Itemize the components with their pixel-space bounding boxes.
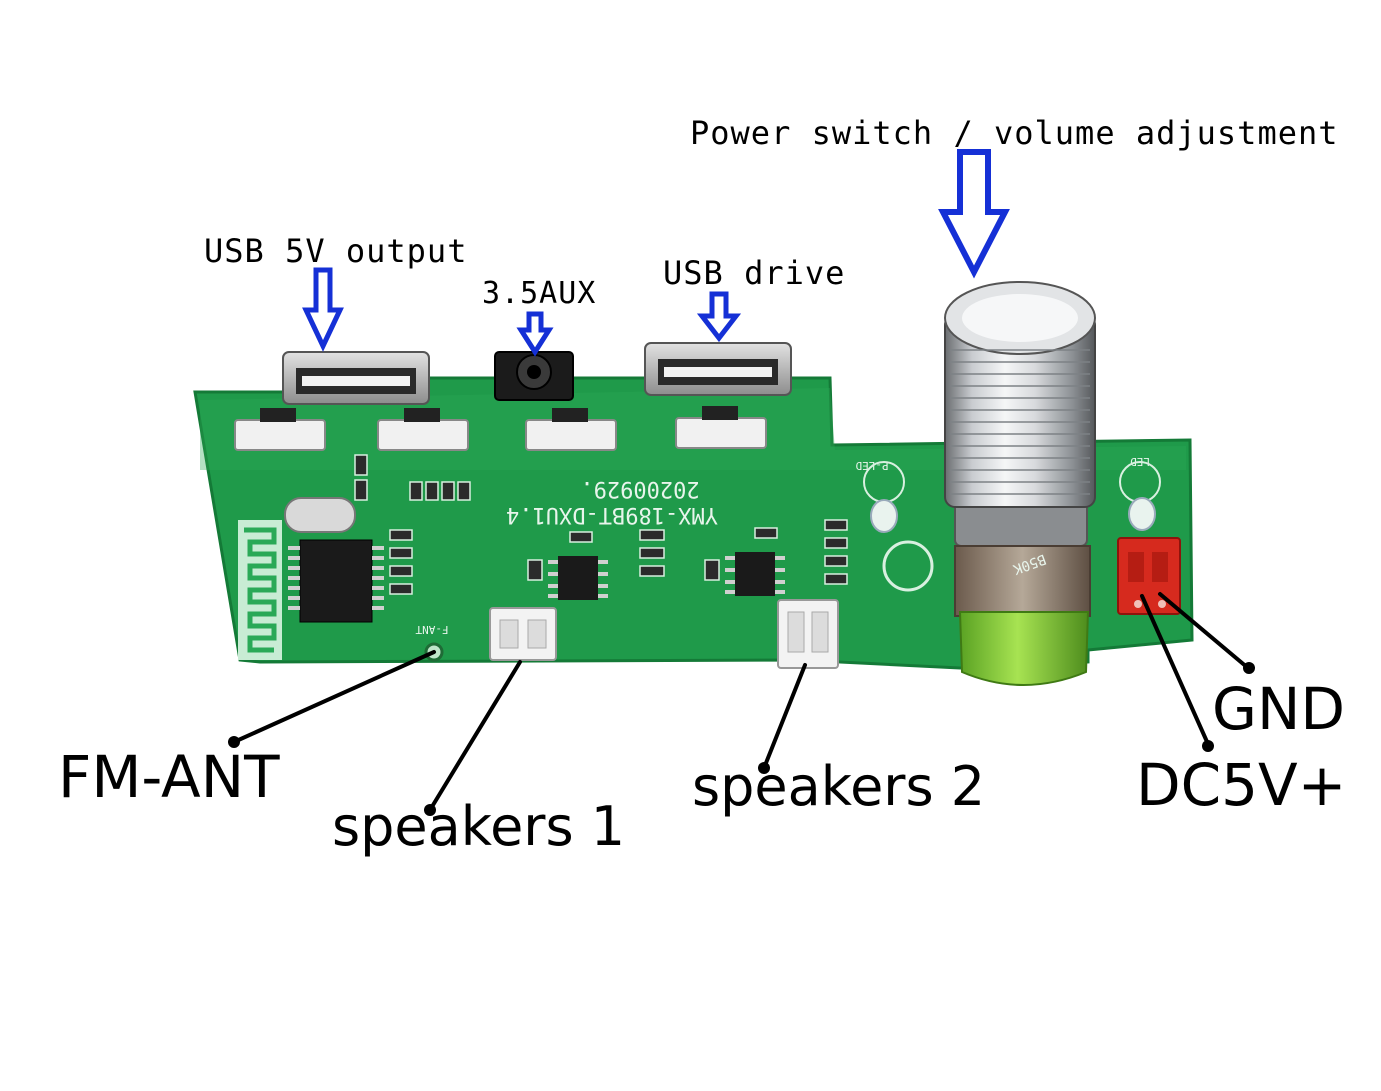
leader-lines bbox=[232, 592, 1250, 812]
pcb-model-marking: YMX-189BT-DXU1.4 bbox=[506, 502, 718, 527]
crystal bbox=[284, 497, 356, 533]
usb-output-port bbox=[282, 351, 430, 405]
label-speakers-1: speakers 1 bbox=[332, 795, 626, 858]
bluetooth-antenna bbox=[238, 520, 282, 660]
leader-dots bbox=[228, 662, 1255, 816]
capacitor-footprint bbox=[882, 540, 934, 592]
label-aux: 3.5AUX bbox=[482, 276, 597, 311]
volume-knob bbox=[944, 281, 1096, 508]
right-led bbox=[1119, 461, 1161, 531]
tactile-buttons bbox=[234, 406, 767, 451]
label-fm-ant: FM-ANT bbox=[58, 743, 280, 811]
left-led bbox=[863, 461, 905, 533]
arrow-aux bbox=[516, 311, 554, 357]
smd-components bbox=[354, 454, 848, 595]
label-dc5v: DC5V+ bbox=[1136, 751, 1347, 819]
label-usb-drive: USB drive bbox=[663, 254, 846, 292]
arrow-power-switch bbox=[938, 149, 1010, 279]
amplifier-ic-1 bbox=[548, 556, 608, 600]
amplifier-ic-2 bbox=[725, 552, 785, 596]
label-usb-output: USB 5V output bbox=[204, 232, 468, 270]
pcb-date-marking: 20200929. bbox=[580, 476, 699, 501]
power-connector bbox=[1117, 537, 1181, 615]
usb-drive-port bbox=[644, 342, 792, 396]
arrow-usb-drive bbox=[696, 291, 742, 343]
label-gnd: GND bbox=[1212, 675, 1345, 743]
main-ic bbox=[288, 539, 384, 623]
speaker-1-connector bbox=[489, 607, 557, 661]
label-power-switch: Power switch / volume adjustment bbox=[690, 114, 1339, 152]
arrow-usb-output bbox=[302, 267, 344, 352]
aux-jack bbox=[494, 351, 574, 401]
pcb-antenna-marking: F-ANT bbox=[415, 623, 448, 636]
potentiometer: B50K bbox=[954, 499, 1091, 686]
speaker-2-connector bbox=[777, 599, 839, 669]
label-speakers-2: speakers 2 bbox=[692, 755, 986, 818]
